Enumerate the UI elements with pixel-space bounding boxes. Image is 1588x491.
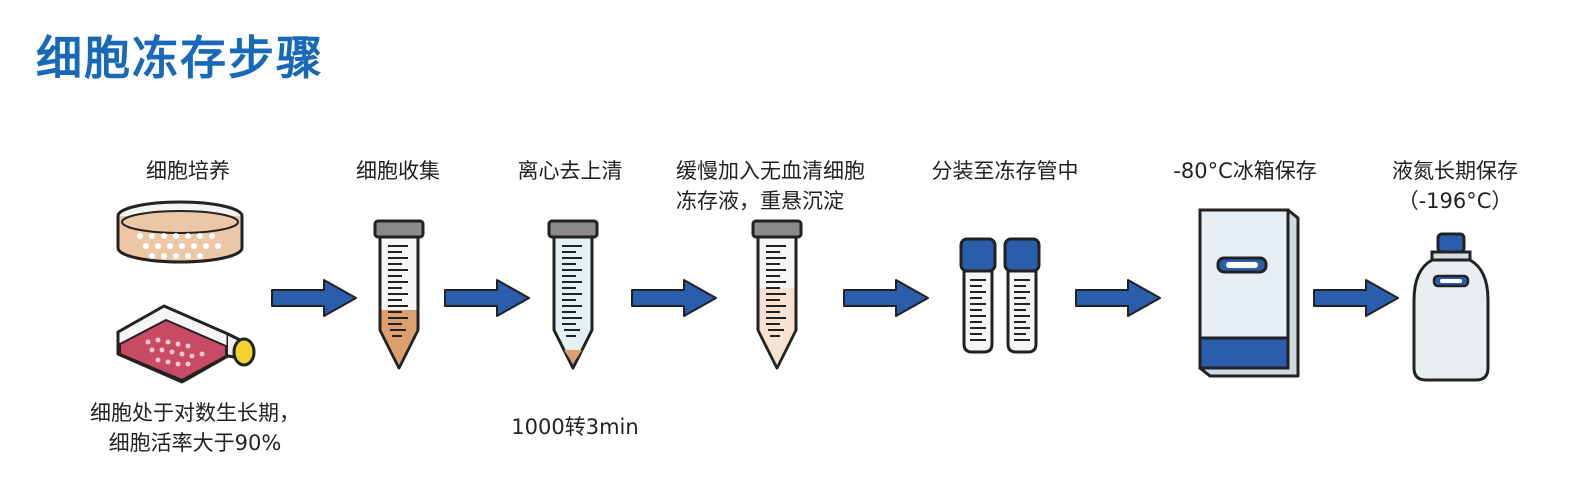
centrifuge-tube-resuspended-icon <box>751 219 803 370</box>
note-centrifuge: 1000转3min <box>511 415 639 439</box>
step-label-resuspend: 缓慢加入无血清细胞 冻存液，重悬沉淀 <box>676 159 865 213</box>
page-title: 细胞冻存步骤 <box>36 31 324 85</box>
culture-flask-icon <box>116 304 256 384</box>
arrow-3 <box>631 279 717 317</box>
step-label-aliquot: 分装至冻存管中 <box>931 159 1079 183</box>
step-label-culture: 细胞培养 <box>146 159 230 183</box>
cryovial-icon <box>959 237 997 354</box>
arrow-5 <box>1075 279 1161 317</box>
arrow-4 <box>843 279 929 317</box>
freezer-icon <box>1198 208 1300 378</box>
step-label-collect: 细胞收集 <box>356 159 440 183</box>
arrow-2 <box>444 279 530 317</box>
arrow-6 <box>1313 279 1399 317</box>
centrifuge-tube-pellet-icon <box>547 219 599 370</box>
centrifuge-tube-with-cells-icon <box>373 219 425 370</box>
step-label-freezer: -80°C冰箱保存 <box>1173 159 1317 183</box>
note-culture: 细胞处于对数生长期， 细胞活率大于90% <box>90 401 300 455</box>
culture-dish-icon <box>116 200 244 264</box>
step-label-centrifuge: 离心去上清 <box>517 159 623 183</box>
liquid-nitrogen-dewar-icon <box>1412 232 1490 382</box>
step-label-liquid-nitrogen: 液氮长期保存 （-196°C） <box>1392 159 1518 213</box>
cryovial-icon <box>1003 237 1041 354</box>
arrow-1 <box>271 279 357 317</box>
